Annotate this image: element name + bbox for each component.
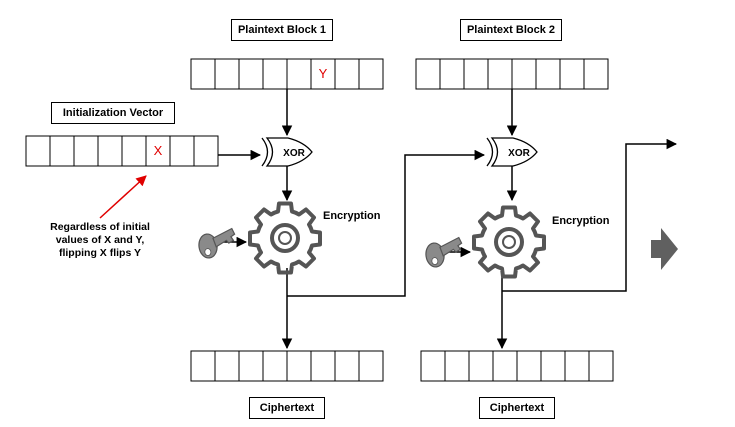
encryption-2-label: Encryption — [552, 215, 610, 227]
plaintext-block-2-label: Plaintext Block 2 — [460, 19, 562, 41]
x-marker: X — [153, 143, 163, 158]
flip-note-line-3: flipping X flips Y — [58, 247, 142, 259]
ciphertext-1-cells — [190, 350, 384, 382]
right-arrow-icon — [651, 228, 678, 270]
encryption-1-label: Encryption — [323, 210, 381, 222]
gear-icon — [472, 205, 546, 279]
flip-note-line-1: Regardless of initial — [50, 221, 150, 233]
note-pointer-arrow — [99, 175, 147, 219]
flow-lines — [218, 89, 678, 350]
iv-label: Initialization Vector — [51, 102, 175, 124]
plaintext-block-2-cells — [415, 58, 609, 90]
xor-1-label: XOR — [283, 148, 305, 159]
plaintext-block-1-label: Plaintext Block 1 — [231, 19, 333, 41]
ciphertext-2-label: Ciphertext — [479, 397, 555, 419]
xor-gate-2 — [486, 137, 538, 167]
iv-cells — [25, 135, 219, 167]
key-icon — [196, 227, 238, 260]
ciphertext-2-cells — [420, 350, 614, 382]
xor-gate-1 — [261, 137, 313, 167]
flip-note-line-2: values of X and Y, — [55, 234, 145, 246]
plaintext-block-1-cells — [190, 58, 384, 90]
flip-note: Regardless of initial values of X and Y,… — [30, 221, 170, 260]
ciphertext-1-label: Ciphertext — [249, 397, 325, 419]
gear-icon — [248, 201, 322, 275]
y-marker: Y — [318, 66, 328, 81]
xor-2-label: XOR — [508, 148, 530, 159]
